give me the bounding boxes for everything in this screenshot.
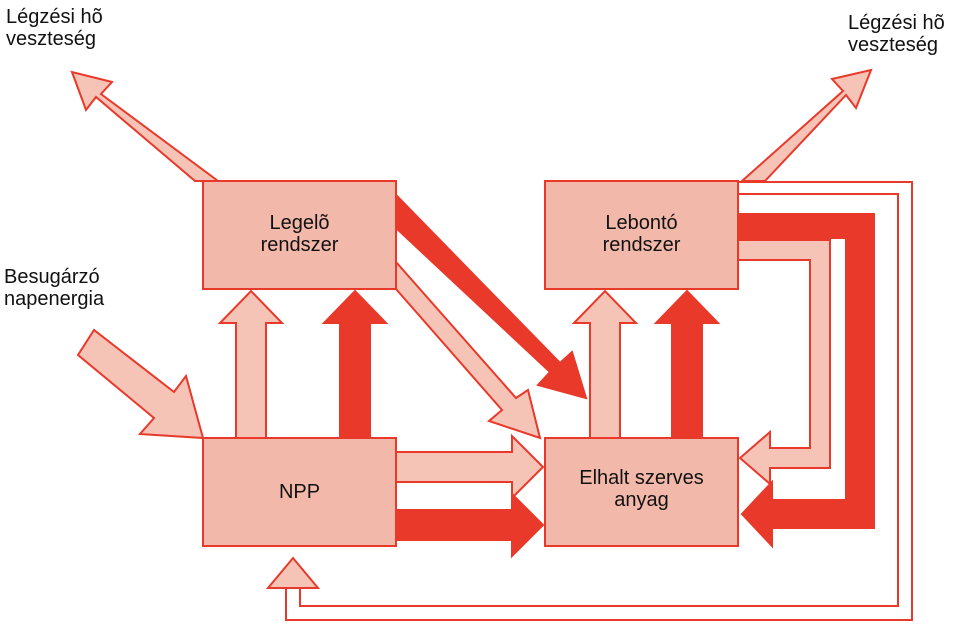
npp-to-grazing-dark-arrow: [321, 289, 389, 439]
heat-loss-arrow-right: [739, 68, 873, 182]
dead-organic-matter-label: Elhalt szerves anyag: [579, 467, 704, 511]
dead-organic-matter-box: [544, 437, 739, 547]
heat-loss-label-left: Légzési hõ veszteség: [6, 6, 103, 50]
npp-label: NPP: [278, 481, 321, 503]
dead-to-decomposer-light-arrow: [571, 289, 639, 439]
decomposer-system-box: [544, 180, 739, 290]
decomposer-system-label: Lebontó rendszer: [602, 212, 681, 256]
npp-to-dead-dark-arrow: [395, 491, 545, 559]
solar-input-arrow: [76, 328, 205, 440]
grazing-to-dead-light-arrow: [395, 259, 542, 440]
npp-to-grazing-light-arrow: [217, 289, 285, 439]
grazing-system-box: [202, 180, 397, 290]
decomposer-return-dark-arrow: [737, 213, 875, 549]
feedback-loop-outer: [285, 181, 913, 621]
dead-to-decomposer-dark-arrow: [653, 289, 721, 439]
grazing-system-label: Legelõ rendszer: [260, 212, 339, 256]
npp-to-dead-light-arrow: [395, 433, 545, 501]
decomposer-return-light-arrow: [737, 239, 831, 487]
npp-box: [202, 437, 397, 547]
feedback-loop-inner: [299, 193, 899, 607]
solar-input-label: Besugárzó napenergia: [4, 266, 105, 310]
grazing-to-dead-dark-arrow: [395, 192, 588, 400]
feedback-arrowhead: [265, 556, 321, 589]
heat-loss-label-right: Légzési hõ veszteség: [848, 12, 945, 56]
heat-loss-arrow-left: [70, 70, 222, 182]
